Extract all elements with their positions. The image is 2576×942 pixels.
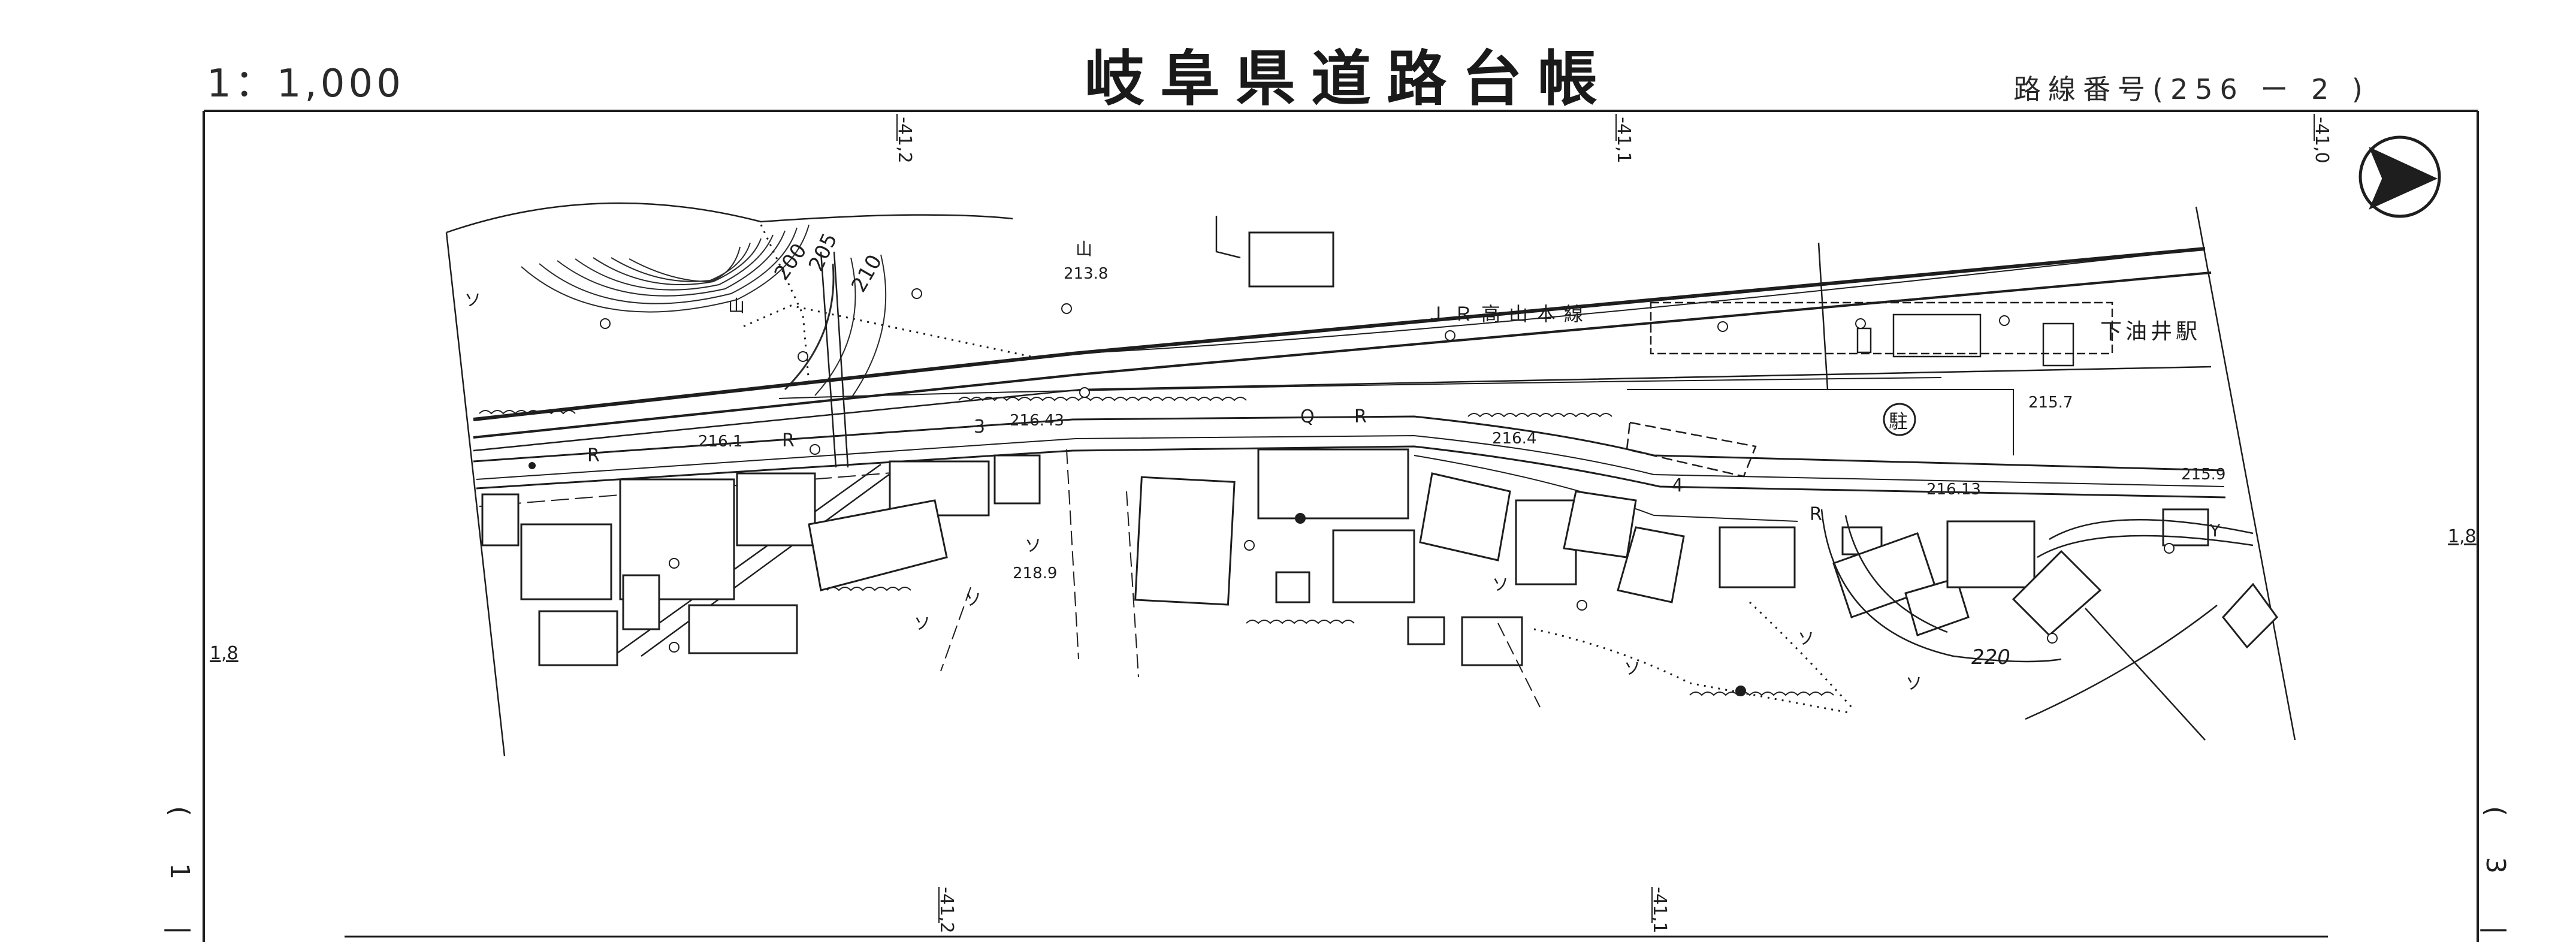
spot-elevation: 215.9 bbox=[2181, 466, 2225, 484]
survey-boundary bbox=[445, 202, 2296, 757]
wasteland-symbol: 山 bbox=[1076, 239, 1092, 259]
land-use-symbols: 山 山 ソ ソ ソ ソ ソ ソ ソ ソ Y bbox=[464, 239, 2221, 693]
route-number: 路線番号(256 ー 2 ) bbox=[2013, 76, 2370, 103]
road-mark: R bbox=[1354, 406, 1367, 427]
road-mark: R bbox=[1810, 504, 1822, 525]
railway-label: ＪＲ高山本線 bbox=[1426, 303, 1591, 325]
field-symbol: ソ bbox=[1624, 659, 1641, 678]
grid-ticks bbox=[896, 114, 2315, 923]
parking-symbol: 駐 bbox=[1889, 410, 1908, 433]
parking-lot-boundary bbox=[1627, 389, 2014, 455]
spot-elevation: 216.4 bbox=[1492, 430, 1536, 448]
field-symbol: ソ bbox=[1025, 536, 1041, 555]
spot-elevation: 213.8 bbox=[1064, 265, 1108, 283]
spot-elevation: 215.7 bbox=[2028, 394, 2073, 412]
road-mark: Q bbox=[1300, 406, 1315, 427]
road-marks: R R R R 3 4 Q bbox=[587, 406, 1822, 525]
margin-mark-left: ( bbox=[164, 806, 195, 816]
road-mark: R bbox=[587, 445, 600, 466]
spot-elevation: 218.9 bbox=[1013, 564, 1057, 582]
station-platform bbox=[1650, 242, 2113, 390]
field-symbol: ソ bbox=[1905, 674, 1922, 693]
wasteland-symbol: 山 bbox=[728, 296, 745, 316]
margin-mark-right: 3 bbox=[2480, 857, 2511, 874]
map-title: 岐阜県道路台帳 bbox=[1085, 44, 1613, 114]
grid-label-right: 1,8 bbox=[2448, 526, 2477, 547]
road-mark: 4 bbox=[1672, 475, 1683, 496]
parking-icon: 駐 bbox=[1883, 403, 1916, 436]
road-mark: R bbox=[782, 430, 795, 451]
utility-poles bbox=[600, 288, 2175, 653]
route-label: 路線番号 bbox=[2013, 73, 2152, 105]
road-edge-marks bbox=[479, 397, 1834, 696]
jr-railway bbox=[473, 247, 2212, 452]
margin-mark-right: ( bbox=[2480, 806, 2511, 816]
margin-mark-left: | bbox=[164, 926, 195, 935]
buildings bbox=[481, 231, 2278, 666]
margin-mark-right: | bbox=[2480, 926, 2511, 935]
spot-elevations: 213.8 216.1 216.43 216.4 216.13 215.9 21… bbox=[698, 265, 2225, 582]
parking-stall bbox=[1626, 421, 1757, 478]
slope-lines bbox=[940, 449, 1541, 708]
side-road bbox=[617, 251, 899, 657]
station-label: 下油井駅 bbox=[2100, 319, 2201, 344]
field-symbol: ソ bbox=[464, 290, 481, 310]
embankment-dotted bbox=[742, 224, 1853, 714]
map-frame bbox=[203, 110, 2479, 942]
survey-points bbox=[529, 462, 1746, 696]
contour-label: 205 bbox=[804, 230, 842, 275]
route-value: (256 ー 2 ) bbox=[2152, 73, 2370, 105]
margin-marks: ( 1 | ( 3 | bbox=[164, 806, 2511, 935]
local-road bbox=[1820, 509, 2254, 741]
field-symbol: ソ bbox=[1798, 629, 1814, 648]
spot-elevation: 216.13 bbox=[1926, 481, 1981, 499]
spot-elevation: 216.43 bbox=[1010, 412, 1064, 430]
contour-label: 220 bbox=[1971, 645, 2010, 669]
spot-elevation: 216.1 bbox=[698, 433, 742, 451]
field-symbol: ソ bbox=[914, 614, 931, 633]
north-arrow-icon bbox=[2358, 135, 2441, 218]
field-symbol: ソ bbox=[1492, 575, 1509, 594]
mulberry-symbol: Y bbox=[2209, 521, 2221, 541]
margin-mark-left: 1 bbox=[164, 863, 195, 880]
road-mark: 3 bbox=[974, 416, 985, 437]
grid-label-left: 1,8 bbox=[210, 643, 238, 664]
map-scale: 1：1,000 bbox=[207, 62, 404, 106]
field-symbol: ソ bbox=[965, 590, 982, 609]
